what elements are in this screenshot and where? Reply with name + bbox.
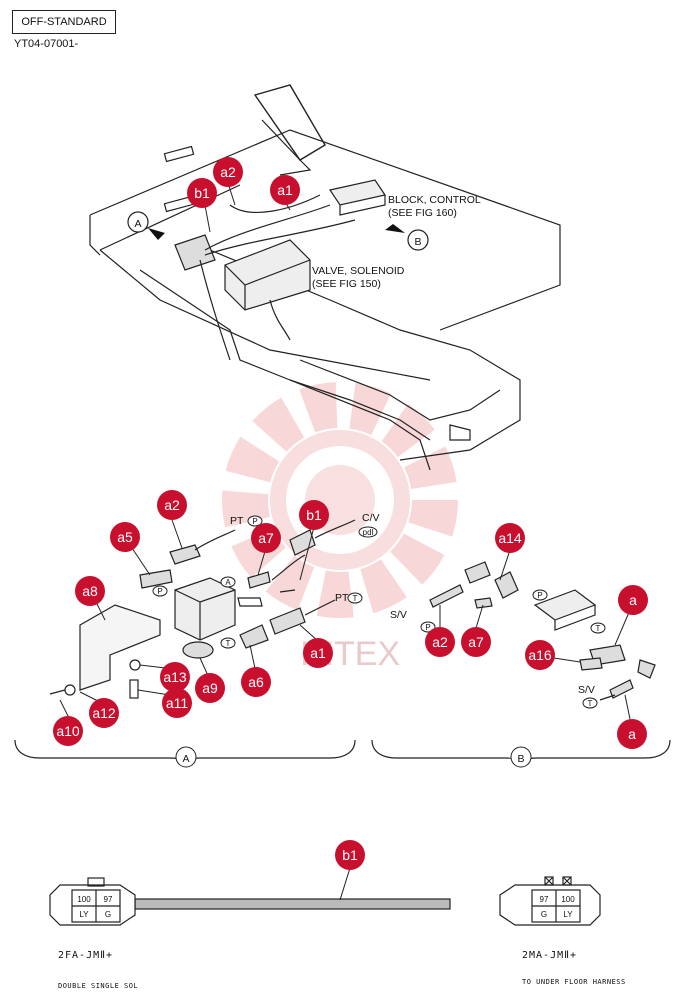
port-p-marker: P (157, 587, 162, 596)
callout-a10: a10 (53, 716, 83, 746)
arrow-b-icon (385, 224, 405, 233)
svg-text:b1: b1 (342, 847, 358, 863)
port-pdl-marker: pdl (363, 528, 374, 537)
callout-a1-mid: a1 (303, 638, 333, 668)
arrow-a-icon (148, 228, 165, 240)
port-p-marker-4: P (537, 591, 542, 600)
svg-text:a16: a16 (528, 647, 552, 663)
port-p-marker-2: P (252, 517, 257, 526)
callout-a7-mid: a7 (251, 523, 281, 553)
document-code: YT04-07001- (14, 38, 79, 50)
svg-text:b1: b1 (306, 507, 322, 523)
block-control-ref: (SEE FIG 160) (388, 207, 457, 219)
port-t-marker-2: T (353, 594, 358, 603)
svg-text:a1: a1 (310, 645, 326, 661)
detail-b-drawing (429, 561, 656, 701)
port-markers-a: P A T P T pdl (152, 515, 378, 649)
sv-label-2: S/V (578, 684, 595, 696)
port-markers-b: P P T T (420, 589, 606, 709)
svg-text:a12: a12 (92, 705, 116, 721)
left-pin-2: 97 (104, 895, 113, 904)
callout-a2-right: a2 (425, 627, 455, 657)
svg-text:b1: b1 (194, 185, 210, 201)
svg-text:a2: a2 (220, 164, 236, 180)
callout-b1-harness: b1 (335, 840, 365, 870)
left-color-2: G (105, 910, 111, 919)
right-connector-caption: TO UNDER FLOOR HARNESS (522, 978, 626, 986)
callout-a2-top: a2 (213, 157, 243, 187)
svg-text:a2: a2 (432, 634, 448, 650)
callout-b1-top: b1 (187, 178, 217, 208)
valve-solenoid-ref: (SEE FIG 150) (312, 278, 381, 290)
right-pin-2: 100 (561, 895, 575, 904)
sv-label-1: S/V (390, 609, 407, 621)
left-color-1: LY (79, 910, 89, 919)
callout-a7-right: a7 (461, 627, 491, 657)
view-a-title: A (182, 753, 189, 765)
callout-a6: a6 (241, 667, 271, 697)
svg-text:a13: a13 (163, 669, 187, 685)
callout-markers: a2 b1 a1 a2 b1 a5 a7 a8 a1 a6 a9 a13 a11… (53, 157, 648, 870)
callout-a5: a5 (110, 522, 140, 552)
callout-a14: a14 (495, 523, 525, 553)
callout-a11: a11 (162, 688, 192, 718)
view-b-marker: B (414, 236, 421, 248)
view-b-title: B (517, 753, 524, 765)
svg-text:a10: a10 (56, 723, 80, 739)
svg-text:a6: a6 (248, 674, 264, 690)
port-t-marker: T (226, 639, 231, 648)
block-control-label: BLOCK, CONTROL (388, 194, 481, 206)
svg-text:a1: a1 (277, 182, 293, 198)
svg-text:a9: a9 (202, 680, 218, 696)
pt-label-2: PT (335, 592, 349, 604)
right-color-2: LY (563, 910, 573, 919)
off-standard-box: OFF-STANDARD (12, 10, 116, 34)
right-connector-part: 2MA-JMⅡ+ (522, 950, 577, 961)
right-color-1: G (541, 910, 547, 919)
left-connector-part: 2FA-JMⅡ+ (58, 950, 113, 961)
callout-b1-mid: b1 (299, 500, 329, 530)
port-t-marker-4: T (588, 699, 593, 708)
svg-text:a8: a8 (82, 583, 98, 599)
left-pin-1: 100 (77, 895, 91, 904)
left-connector-caption: DOUBLE SINGLE SOL (58, 982, 138, 990)
svg-text:a7: a7 (468, 634, 484, 650)
port-p-marker-3: P (425, 623, 430, 632)
callout-a-top-right: a (618, 585, 648, 615)
svg-text:a: a (628, 726, 636, 742)
pt-label-1: PT (230, 515, 244, 527)
callout-a1-top: a1 (270, 175, 300, 205)
svg-text:a2: a2 (164, 497, 180, 513)
view-a-marker: A (134, 218, 141, 230)
wire-harness-drawing (49, 876, 601, 926)
svg-text:a: a (629, 592, 637, 608)
callout-a13: a13 (160, 662, 190, 692)
svg-text:a7: a7 (258, 530, 274, 546)
port-a-marker: A (225, 578, 231, 587)
view-brackets (14, 739, 671, 765)
svg-text:a5: a5 (117, 529, 133, 545)
callout-a16: a16 (525, 640, 555, 670)
svg-text:a11: a11 (166, 695, 189, 711)
svg-text:a14: a14 (498, 530, 522, 546)
cv-label: C/V (362, 512, 380, 524)
callout-a12: a12 (89, 698, 119, 728)
callout-a9: a9 (195, 673, 225, 703)
right-pin-1: 97 (540, 895, 549, 904)
port-t-marker-3: T (596, 624, 601, 633)
watermark-gear-icon (222, 382, 458, 618)
callout-a2-mid: a2 (157, 490, 187, 520)
callout-a-bottom-right: a (617, 719, 647, 749)
callout-a8: a8 (75, 576, 105, 606)
valve-solenoid-label: VALVE, SOLENOID (312, 265, 405, 277)
truck-floor-drawing (89, 84, 561, 471)
detail-a-drawing (49, 519, 356, 699)
